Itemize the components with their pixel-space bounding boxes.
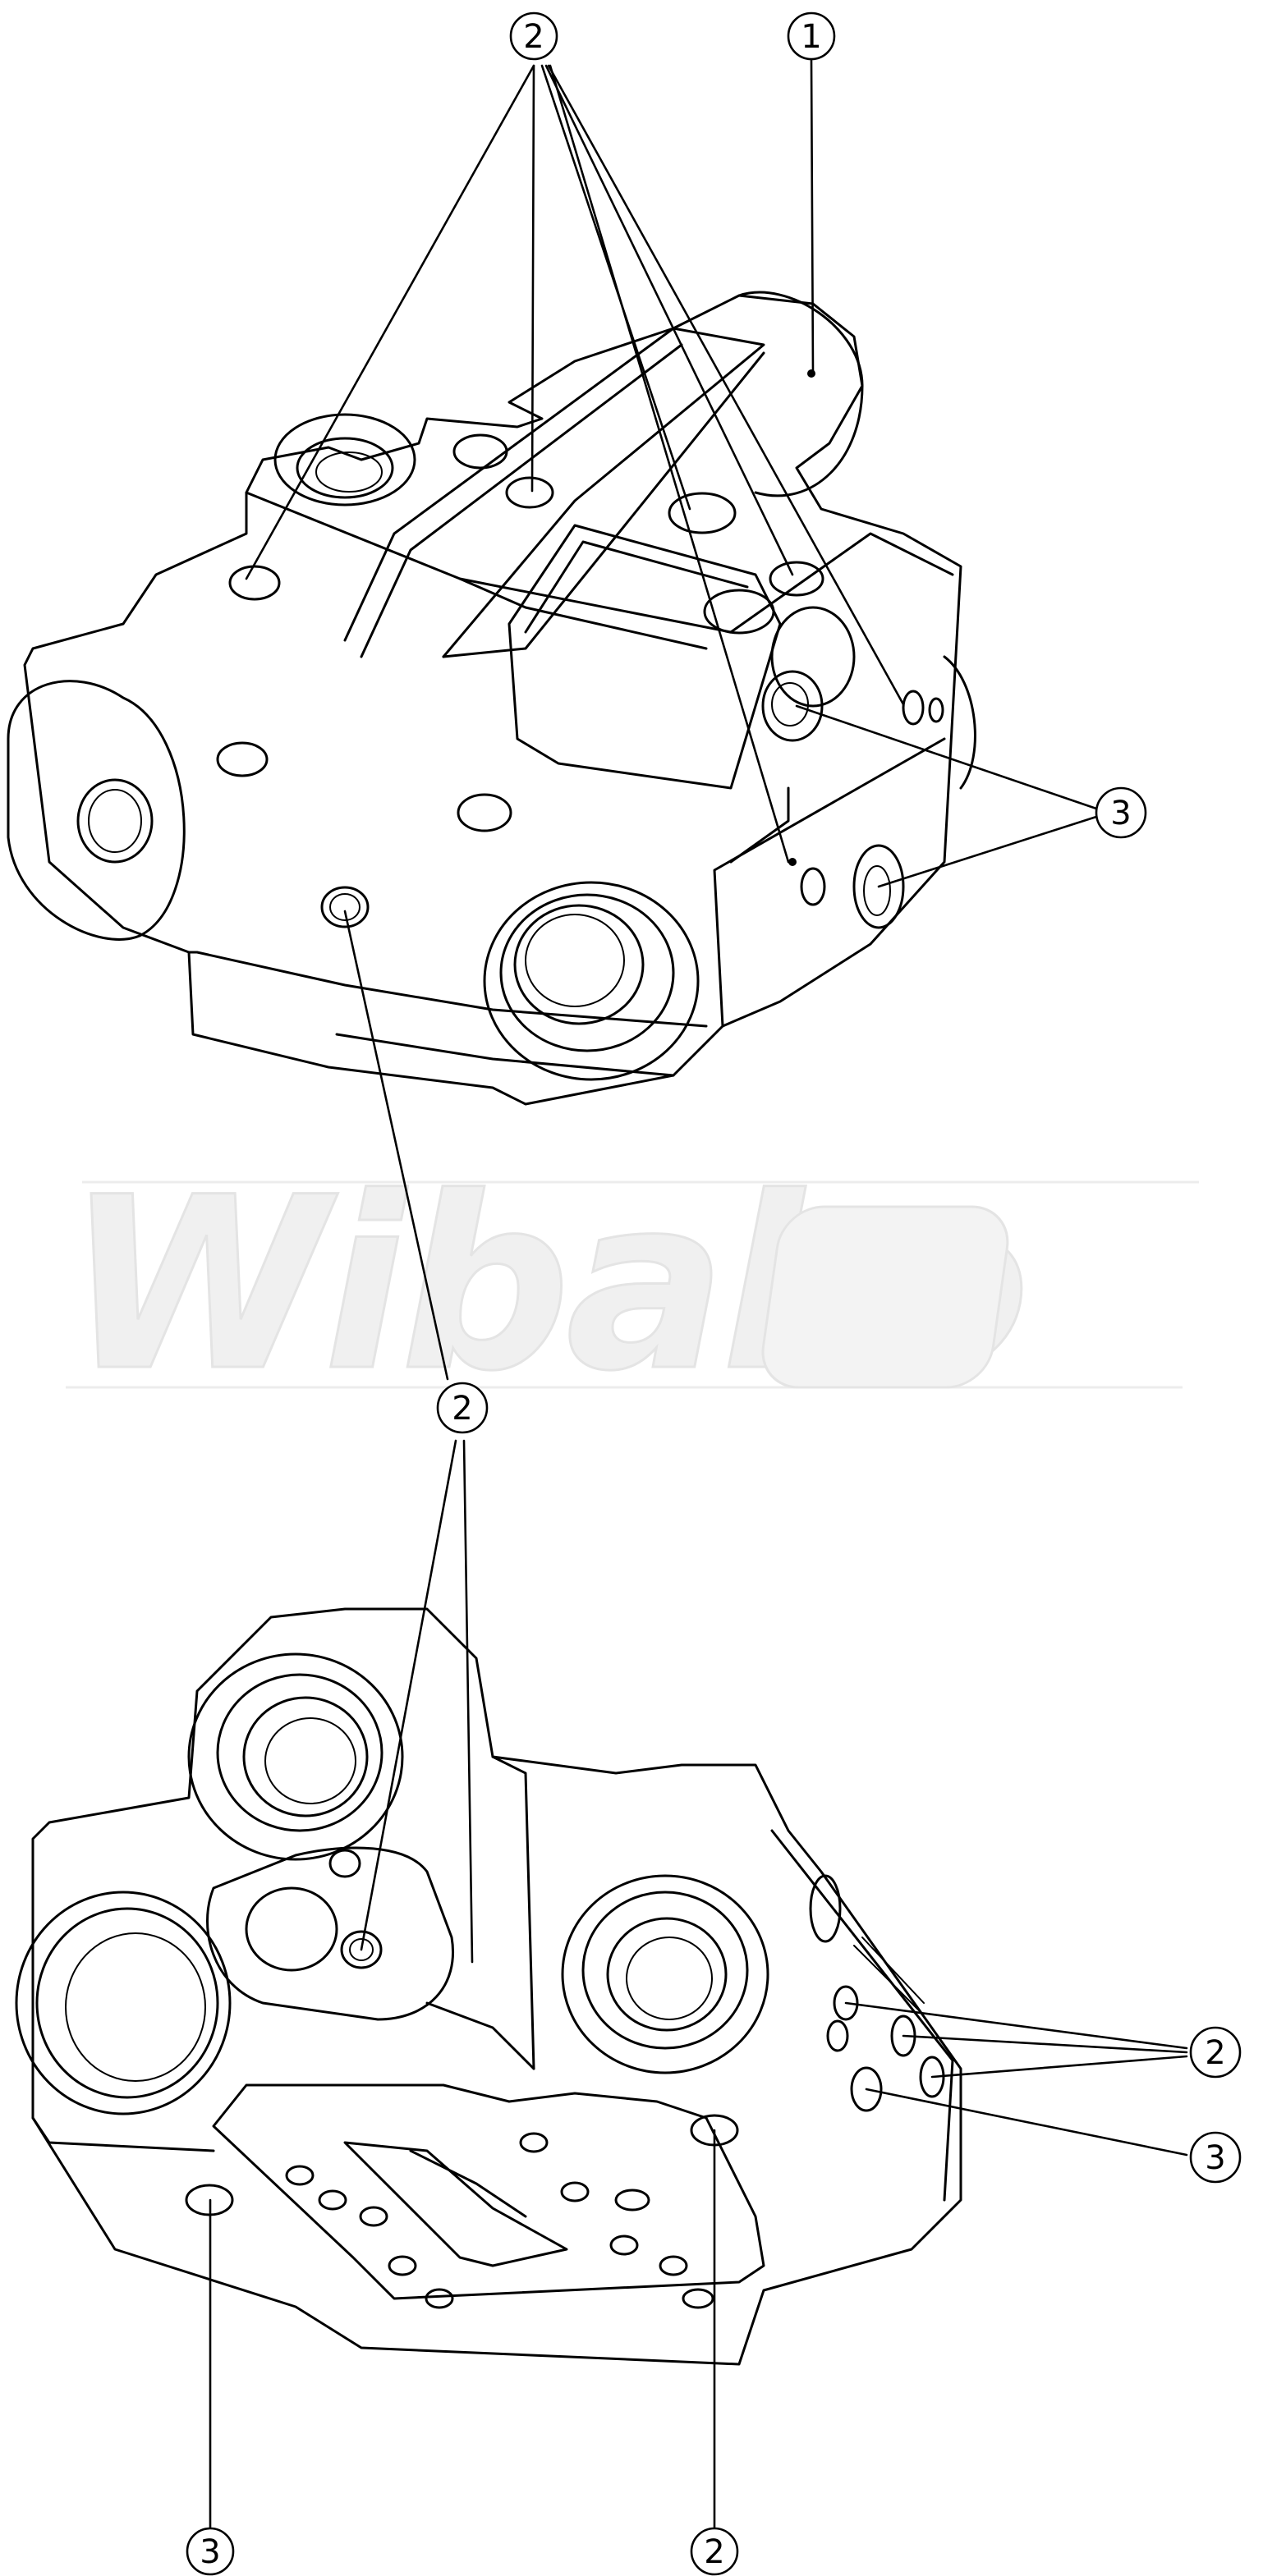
callout-2-middle: 2 <box>436 1382 489 1434</box>
callout-2-right: 2 <box>1189 2026 1242 2079</box>
callout-3-top-right: 3 <box>1095 786 1147 839</box>
callout-2-top: 2 <box>509 11 558 61</box>
callout-label: 2 <box>523 18 544 56</box>
callout-2-bottom: 2 <box>690 2527 739 2576</box>
callout-label: 1 <box>801 18 821 56</box>
valve-block-top-view <box>7 291 976 1106</box>
callout-label: 2 <box>1205 2034 1225 2072</box>
callout-label: 3 <box>1110 795 1131 832</box>
watermark: Wibako <box>65 1146 1199 1425</box>
leader-lines <box>209 57 1188 2532</box>
callout-3-right: 3 <box>1189 2131 1242 2184</box>
valve-block-bottom-view <box>15 1607 962 2366</box>
callout-label: 2 <box>704 2533 724 2571</box>
watermark-logo-badge <box>761 1205 1009 1389</box>
callout-label: 3 <box>200 2533 220 2571</box>
callout-label: 3 <box>1205 2139 1225 2177</box>
callout-3-bottom-left: 3 <box>186 2527 235 2576</box>
callout-label: 2 <box>452 1390 472 1428</box>
callout-1: 1 <box>787 11 836 61</box>
